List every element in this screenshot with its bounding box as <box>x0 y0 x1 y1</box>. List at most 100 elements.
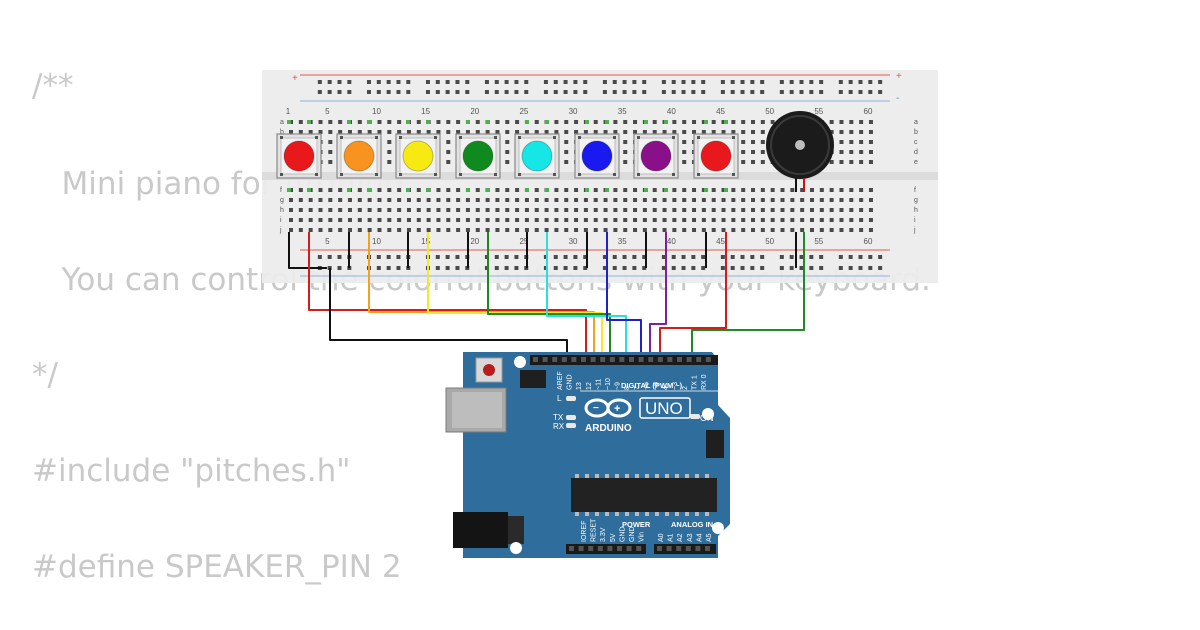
terminal-hole <box>515 188 520 192</box>
rail-hole <box>730 255 735 259</box>
rail-hole <box>750 90 755 94</box>
terminal-hole <box>760 130 765 134</box>
terminal-hole <box>485 130 490 134</box>
rail-hole <box>514 255 519 259</box>
terminal-hole <box>289 130 293 134</box>
column-label-bottom: 20 <box>470 237 479 246</box>
button-pin <box>466 188 470 192</box>
chip-leg <box>625 474 629 478</box>
terminal-hole <box>603 208 608 212</box>
push-button-5[interactable] <box>514 120 560 192</box>
button-corner <box>613 136 616 139</box>
terminal-hole <box>377 228 382 232</box>
terminal-hole <box>593 188 598 192</box>
row-label-right: j <box>913 227 916 234</box>
push-button-8[interactable] <box>693 120 739 192</box>
push-button-3[interactable] <box>395 120 441 192</box>
terminal-hole <box>406 208 411 212</box>
terminal-hole <box>357 198 362 202</box>
terminal-hole <box>790 208 795 212</box>
push-button-2[interactable] <box>336 120 382 192</box>
column-label-bottom: 5 <box>325 237 330 246</box>
rail-hole <box>760 266 765 270</box>
terminal-hole <box>682 198 687 202</box>
button-pin <box>486 120 490 124</box>
rail-hole <box>602 266 607 270</box>
button-pin <box>525 120 529 124</box>
push-button-6[interactable] <box>574 120 620 192</box>
rail-hole <box>838 80 843 84</box>
terminal-hole <box>475 218 480 222</box>
led-l <box>566 396 576 401</box>
chip-leg <box>645 512 649 516</box>
rail-hole <box>779 80 784 84</box>
rail-hole <box>435 255 440 259</box>
rail-hole <box>720 90 725 94</box>
terminal-hole <box>534 228 539 232</box>
rail-hole <box>337 80 342 84</box>
terminal-hole <box>387 130 392 134</box>
button-pin <box>367 188 371 192</box>
terminal-hole <box>692 208 697 212</box>
terminal-hole <box>868 130 873 134</box>
terminal-hole <box>839 218 844 222</box>
button-pin <box>605 188 609 192</box>
power-pin-label: GND <box>619 526 626 542</box>
terminal-hole <box>593 120 598 124</box>
terminal-hole <box>328 130 333 134</box>
terminal-hole <box>564 198 569 202</box>
column-label-bottom: 40 <box>667 237 676 246</box>
terminal-hole <box>849 198 854 202</box>
push-button-4[interactable] <box>455 120 501 192</box>
terminal-hole <box>760 140 765 144</box>
button-pin <box>287 120 291 124</box>
row-label-right: g <box>914 197 918 204</box>
rail-hole <box>878 266 883 270</box>
terminal-hole <box>868 228 873 232</box>
button-corner <box>672 173 675 176</box>
push-button-1[interactable] <box>276 120 322 192</box>
terminal-hole <box>790 198 795 202</box>
push-button-7[interactable] <box>633 120 679 192</box>
terminal-hole <box>839 140 844 144</box>
rail-hole <box>750 255 755 259</box>
button-corner <box>732 136 735 139</box>
terminal-hole <box>328 228 333 232</box>
column-label-top: 45 <box>716 107 725 116</box>
terminal-hole <box>633 130 638 134</box>
terminal-hole <box>868 160 873 164</box>
terminal-hole <box>564 130 569 134</box>
column-label-top: 25 <box>519 107 528 116</box>
rail-hole <box>858 80 863 84</box>
rail-hole <box>445 80 450 84</box>
reset-button[interactable] <box>483 364 495 376</box>
terminal-hole <box>583 130 588 134</box>
buzzer[interactable] <box>766 111 834 192</box>
terminal-hole <box>338 198 343 202</box>
arduino-uno[interactable]: L TX RX ON − + UNO ARDUINO DIGITAL (PWM … <box>445 352 730 558</box>
rail-hole <box>553 90 558 94</box>
button-pin <box>545 188 549 192</box>
button-pin <box>426 120 430 124</box>
digital-pin <box>542 357 548 362</box>
terminal-hole <box>475 188 480 192</box>
terminal-hole <box>633 208 638 212</box>
terminal-hole <box>623 228 628 232</box>
button-pin <box>406 120 410 124</box>
terminal-hole <box>662 218 667 222</box>
terminal-hole <box>308 228 313 232</box>
power-pin <box>607 546 613 551</box>
terminal-hole <box>662 228 667 232</box>
terminal-hole <box>475 228 480 232</box>
terminal-hole <box>682 140 687 144</box>
column-label-top: 1 <box>286 107 291 116</box>
terminal-hole <box>652 120 657 124</box>
terminal-hole <box>387 140 392 144</box>
terminal-hole <box>357 120 362 124</box>
terminal-hole <box>760 150 765 154</box>
chip-leg <box>635 474 639 478</box>
rail-hole <box>583 266 588 270</box>
rail-hole <box>740 266 745 270</box>
terminal-hole <box>633 228 638 232</box>
terminal-hole <box>574 198 579 202</box>
